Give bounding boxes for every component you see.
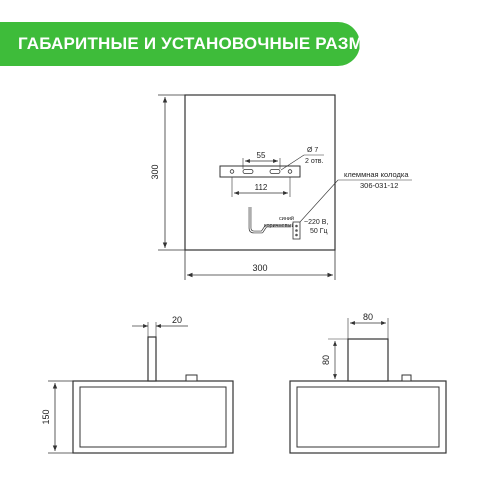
bracket-slot-left xyxy=(242,169,254,174)
bracket-hole-right xyxy=(287,169,293,174)
terminal-leader xyxy=(299,179,339,223)
top-width-dim-label: 300 xyxy=(252,263,267,273)
side-width-dim-label: 80 xyxy=(363,312,373,322)
hole-count-label: 2 отв. xyxy=(305,158,324,165)
dim112-label: 112 xyxy=(255,183,268,192)
hole-diameter-label: Ø 7 xyxy=(307,147,318,154)
front-view: 150 20 xyxy=(41,315,234,454)
terminal-block-label: клеммная колодка xyxy=(344,170,409,179)
bracket-hole-left xyxy=(229,169,235,174)
side-height-dim-label: 80 xyxy=(321,355,331,365)
front-mount-dim-label: 20 xyxy=(172,315,182,325)
front-height-dim-label: 150 xyxy=(41,409,51,424)
terminal-screw-1 xyxy=(295,224,298,228)
side-view: 80 80 xyxy=(289,312,447,454)
side-view-inner xyxy=(296,386,440,448)
bracket-slot-right xyxy=(269,169,281,174)
header-banner: ГАБАРИТНЫЕ И УСТАНОВОЧНЫЕ РАЗМЕРЫ xyxy=(0,22,403,66)
terminal-block-model: 306-031-12 xyxy=(360,181,398,190)
mounting-bracket xyxy=(219,165,301,178)
hole-leader xyxy=(280,154,305,171)
power-cable-core xyxy=(249,207,291,233)
voltage-label: ~220 В, xyxy=(304,219,328,226)
top-height-dim-label: 300 xyxy=(150,164,160,179)
wire-brown-label: коричневый xyxy=(264,222,295,229)
front-terminal-bump xyxy=(185,374,198,382)
frequency-label: 50 Гц xyxy=(310,228,328,235)
front-mount-post xyxy=(147,336,157,382)
wire-blue-label: синий xyxy=(279,215,294,222)
terminal-screw-3 xyxy=(295,233,298,237)
side-mount-block xyxy=(347,338,389,382)
front-view-inner xyxy=(79,386,227,448)
side-terminal-bump xyxy=(401,374,412,382)
dim55-label: 55 xyxy=(257,151,266,160)
page-title: ГАБАРИТНЫЕ И УСТАНОВОЧНЫЕ РАЗМЕРЫ xyxy=(18,34,403,53)
terminal-screw-2 xyxy=(295,229,298,232)
top-view: 300 300 55 112 Ø 7 2 отв. синий коричнев… xyxy=(150,94,412,280)
